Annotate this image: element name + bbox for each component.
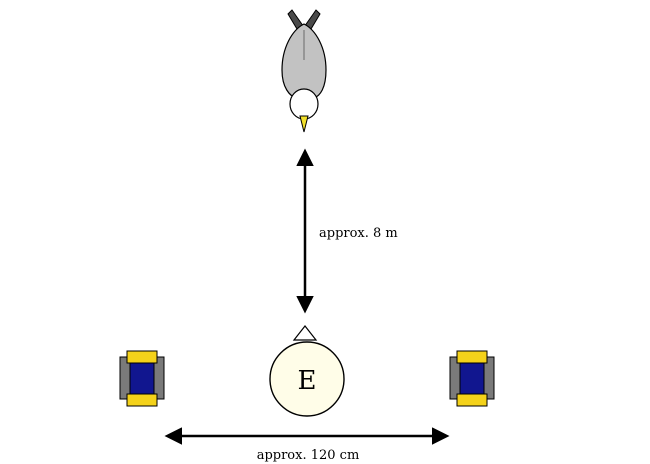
vertical-distance-label: approx. 8 m (319, 226, 398, 241)
gull-top-view-icon (281, 9, 327, 133)
container-right-lid-top (456, 350, 488, 364)
experimenter-pointer (292, 325, 318, 341)
horizontal-distance-label: approx. 120 cm (257, 448, 360, 463)
container-right-lid-bottom (456, 393, 488, 407)
container-right-body (459, 359, 485, 397)
food-container-left-icon (119, 350, 165, 407)
container-left-lid-bottom (126, 393, 158, 407)
container-left-lid-top (126, 350, 158, 364)
food-container-right-icon (449, 350, 495, 407)
experimenter-circle (269, 341, 345, 417)
experimenter-label: E (298, 366, 317, 396)
gull-beak (299, 115, 309, 133)
container-left-body (129, 359, 155, 397)
gull-head (289, 88, 319, 120)
experimenter-circle-icon: E (269, 325, 345, 417)
